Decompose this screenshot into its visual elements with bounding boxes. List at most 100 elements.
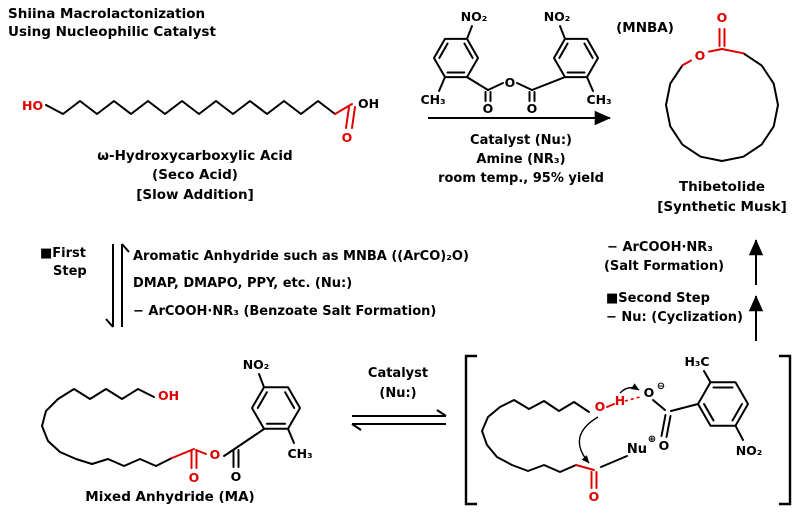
atom-label-int-h: H: [615, 393, 625, 408]
atom-label-carboxylate-o: O: [644, 385, 655, 400]
intermediate-no2-bond: [734, 424, 744, 441]
carboxylate-aryl-bond: [670, 403, 699, 412]
atom-label-oh: OH: [358, 96, 379, 111]
atom-label-int-o: O: [595, 399, 606, 414]
ma-ch3-bond: [287, 427, 295, 444]
second-step-text: − Nu: (Cyclization): [606, 310, 743, 325]
seco-acid-labels: ω-Hydroxycarboxylic Acid (Seco Acid) [Sl…: [97, 148, 292, 203]
ma-aryl-bond: [235, 428, 265, 449]
right-bracket: [779, 354, 792, 506]
nu-acyl-bond: [600, 455, 628, 468]
atom-label-carbonyl-o: O: [342, 130, 353, 145]
atom-label-carboxylate-o-lower: O: [659, 438, 670, 453]
intermediate-ch3-bond: [703, 370, 712, 384]
atom-label-ma-ch3: CH₃: [287, 446, 312, 461]
mixed-anhydride-label: Mixed Anhydride (MA): [85, 489, 254, 505]
mnba-label: (MNBA): [616, 20, 674, 36]
first-step-equilibrium-arrows: [105, 243, 130, 328]
plus-charge-icon: ⊕: [648, 434, 656, 445]
page-title-line1: Shiina Macrolactonization: [8, 6, 205, 22]
intermediate-benzene-ring: [697, 381, 749, 427]
atom-label-o-bridge: O: [505, 75, 516, 90]
nucleophile-label: Nu: [627, 442, 647, 457]
atom-label-ring-o: O: [695, 48, 706, 63]
thibetolide-ester-bond-1: [721, 48, 745, 55]
seco-acid-carbonyl-bond-2: [351, 106, 356, 129]
intermediate-structure: O H O ⊖ Nu ⊕ O O H₃C NO₂: [464, 354, 792, 506]
lower-equilibrium-block: Catalyst (Nu:): [351, 366, 447, 431]
mixed-anhydride-structure: OH O O O NO₂ CH₃ Mixed Anhydride (MA): [41, 357, 313, 505]
mnba-structure: NO₂ NO₂ CH₃ CH₃ O O O (MNBA): [420, 9, 673, 116]
ma-chain-bonds: [41, 388, 173, 467]
atom-label-no2-right: NO₂: [544, 9, 571, 24]
thibetolide-subname: [Synthetic Musk]: [657, 199, 787, 215]
left-bracket: [464, 354, 477, 506]
seco-acid-structure: HO OH O: [22, 96, 379, 145]
atom-label-ma-no2: NO₂: [243, 357, 270, 372]
ma-acyl-bond: [171, 448, 195, 459]
intermediate-chain-bonds: [481, 399, 590, 473]
atom-label-acyl-o: O: [589, 489, 600, 504]
title-block: Shiina Macrolactonization Using Nucleoph…: [8, 6, 216, 40]
carboxylate-double-bond2: [665, 415, 672, 438]
condition-line2: Amine (NR₃): [476, 152, 565, 167]
first-step-text1: Aromatic Anhydride such as MNBA ((ArCO)₂…: [133, 249, 469, 264]
first-step-text2: DMAP, DMAPO, PPY, etc. (Nu:): [133, 276, 352, 291]
atom-label-ma-o2: O: [231, 469, 242, 484]
atom-label-ch3-right: CH₃: [586, 92, 611, 107]
atom-label-ma-o-bridge: O: [210, 447, 221, 462]
ma-bridge-bond-left: [195, 449, 207, 455]
atom-label-lactone-o: O: [717, 10, 728, 25]
salt-formation-line2: (Salt Formation): [604, 259, 724, 274]
hydrogen-bond-dashed-line: [624, 396, 641, 402]
seco-acid-red-bond: [334, 103, 353, 115]
mnba-left-ring-double-bonds: [438, 42, 474, 74]
second-step-marker: ■Second Step: [606, 291, 710, 306]
first-step-marker-line1: ■First: [40, 246, 86, 261]
thibetolide-labels: Thibetolide [Synthetic Musk]: [657, 179, 787, 215]
lower-eq-cond1: Catalyst: [368, 366, 428, 381]
thibetolide-macrocycle: [665, 52, 779, 162]
lower-eq-cond2: (Nu:): [379, 386, 416, 401]
thibetolide-structure: O O: [665, 10, 779, 162]
intermediate-ring-double-bonds: [703, 386, 743, 422]
thibetolide-ester-bond-3: [681, 59, 692, 67]
mnba-anhydride-bonds: [438, 25, 594, 102]
salt-formation-line1: − ArCOOH·NR₃: [607, 240, 713, 255]
atom-label-int-no2: NO₂: [736, 443, 763, 458]
ma-ring-double-bonds: [256, 391, 296, 425]
atom-label-o-left: O: [483, 101, 494, 116]
main-reaction-arrow: Catalyst (Nu:) Amine (NR₃) room temp., 9…: [428, 110, 611, 186]
carboxylate-double-bond1: [660, 414, 667, 437]
condition-line1: Catalyst (Nu:): [470, 133, 572, 148]
seco-acid-name: ω-Hydroxycarboxylic Acid: [97, 148, 292, 164]
atom-label-no2-left: NO₂: [461, 9, 488, 24]
intermediate-oh-bond: [606, 403, 615, 408]
seco-acid-subname: (Seco Acid): [152, 167, 238, 183]
seco-acid-carbonyl-bond-1: [345, 106, 350, 129]
intermediate-acyl-bond: [575, 464, 595, 471]
mnba-left-ring: [433, 37, 479, 79]
page-title-line2: Using Nucleophilic Catalyst: [8, 24, 216, 40]
ma-benzene-ring: [251, 386, 301, 430]
ma-no2-bond: [258, 373, 265, 389]
lower-equilibrium-arrows: [351, 409, 447, 431]
condition-line3: room temp., 95% yield: [438, 171, 604, 186]
minus-charge-icon: ⊖: [657, 381, 665, 392]
thibetolide-ester-bond-2: [708, 48, 723, 53]
curved-arrow-o-attack: [578, 416, 599, 464]
thibetolide-name: Thibetolide: [679, 179, 765, 195]
atom-label-ma-oh: OH: [158, 388, 179, 403]
first-step-text3: − ArCOOH·NR₃ (Benzoate Salt Formation): [133, 304, 436, 319]
curved-arrow-proton-transfer: [619, 383, 640, 394]
atom-label-ma-o1: O: [189, 470, 200, 485]
atom-label-ho: HO: [22, 98, 43, 113]
first-step-marker-line2: Step: [53, 264, 87, 279]
first-step-block: ■First Step Aromatic Anhydride such as M…: [40, 243, 469, 328]
seco-acid-note: [Slow Addition]: [136, 187, 254, 203]
seco-acid-chain-bonds: [45, 100, 336, 115]
atom-label-ch3-left: CH₃: [420, 92, 445, 107]
carboxylate-co-bond: [652, 399, 666, 411]
